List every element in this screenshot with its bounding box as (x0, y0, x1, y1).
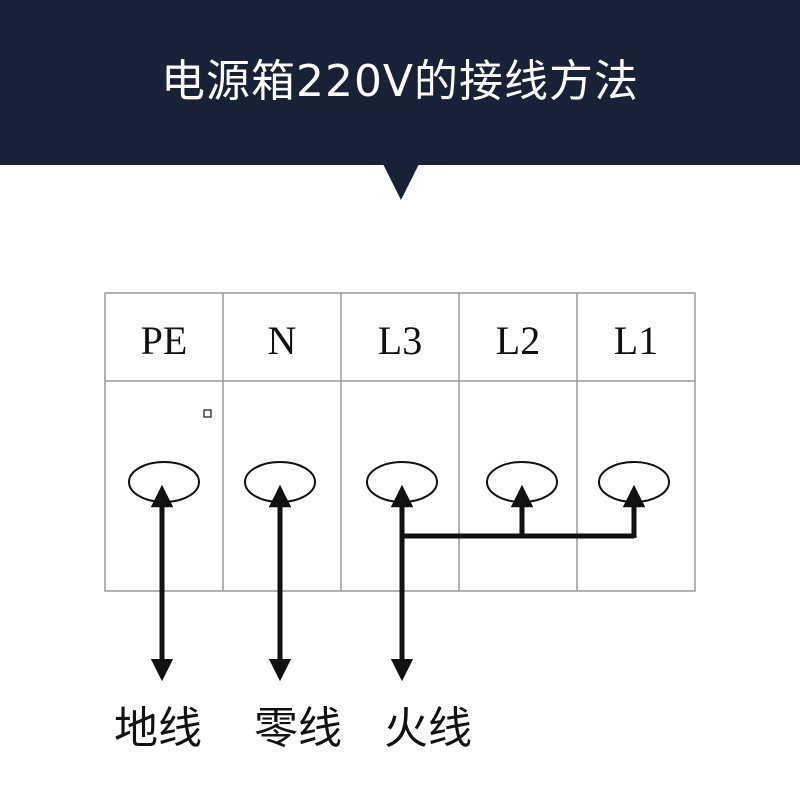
terminal-label-l1: L1 (614, 318, 658, 363)
page-title: 电源箱220V的接线方法 (160, 56, 640, 107)
terminal-label-n: N (268, 318, 297, 363)
terminal-label-pe: PE (141, 318, 188, 363)
live-wire-label: 火线 (384, 703, 472, 754)
banner-pointer (383, 164, 419, 200)
neutral-wire-label: 零线 (254, 703, 342, 754)
title-banner: 电源箱220V的接线方法 (0, 0, 800, 165)
terminal-label-l2: L2 (496, 318, 540, 363)
small-square-marker (203, 409, 212, 418)
earth-wire-label: 地线 (114, 703, 202, 754)
terminal-label-l3: L3 (378, 318, 422, 363)
